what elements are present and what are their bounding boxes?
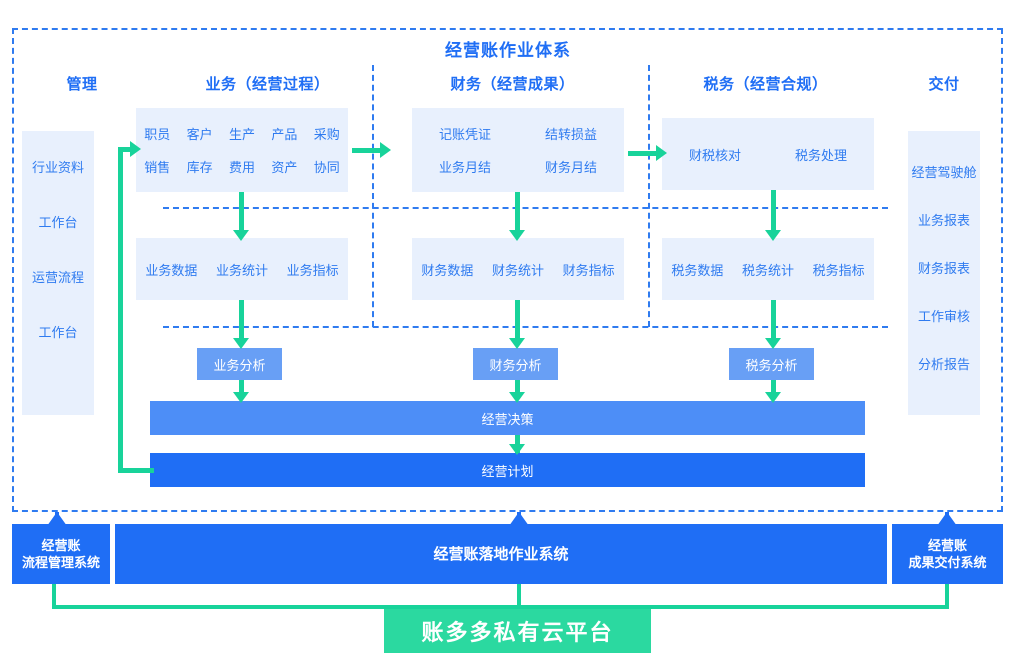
business-process-chip[interactable]: 库存 <box>186 160 213 175</box>
decision-bar[interactable]: 经营决策 <box>150 401 865 435</box>
column-title-business: 业务（经营过程） <box>205 76 330 93</box>
connector-tax-analysis-decision <box>771 380 776 397</box>
arrow-up-left <box>47 512 67 526</box>
tax-process-chip[interactable]: 税务处理 <box>794 147 847 163</box>
finance-data-chip[interactable]: 财务数据 <box>421 262 474 278</box>
manage-item-3[interactable]: 工作台 <box>38 325 78 340</box>
feedback-segment-horizontal-top <box>118 147 136 152</box>
feedback-segment-horizontal-bottom <box>118 468 154 473</box>
manage-item-1[interactable]: 工作台 <box>38 215 78 230</box>
center-system-bar[interactable]: 经营账落地作业系统 <box>115 524 887 584</box>
left-system-bar[interactable]: 经营账 流程管理系统 <box>12 524 110 584</box>
finance-process-chip[interactable]: 记账凭证 <box>438 127 491 142</box>
connector-finance-analysis-decision <box>515 380 520 397</box>
manage-item-0[interactable]: 行业资料 <box>31 160 84 175</box>
deliver-panel: 经营驾驶舱 业务报表 财务报表 工作审核 分析报告 <box>908 131 980 415</box>
arrow-down-decision-business <box>233 392 249 403</box>
tax-analysis-box[interactable]: 税务分析 <box>729 348 814 380</box>
tax-data-chip[interactable]: 税务指标 <box>812 262 865 278</box>
arrow-down-decision-finance <box>509 392 525 403</box>
connector-business-to-finance <box>352 148 382 153</box>
business-process-chip[interactable]: 费用 <box>228 160 255 175</box>
manage-panel: 行业资料 工作台 运营流程 工作台 <box>22 131 94 415</box>
right-system-line2: 成果交付系统 <box>908 555 987 570</box>
business-process-chip[interactable]: 生产 <box>228 127 255 142</box>
arrow-down-finance-analysis <box>509 338 525 349</box>
cloud-bus-right-stem <box>945 584 949 609</box>
tax-data-box: 税务数据 税务统计 税务指标 <box>662 238 874 300</box>
business-data-box: 业务数据 业务统计 业务指标 <box>136 238 348 300</box>
business-analysis-box[interactable]: 业务分析 <box>197 348 282 380</box>
arrow-up-right <box>937 512 957 526</box>
deliver-item-2[interactable]: 财务报表 <box>917 261 970 276</box>
diagram-title: 经营账作业体系 <box>445 41 571 60</box>
finance-process-chip[interactable]: 业务月结 <box>438 160 491 175</box>
connector-tax-process-data <box>771 190 776 234</box>
finance-process-chip[interactable]: 结转损益 <box>544 127 597 142</box>
cloud-bus-left-stem <box>52 584 56 609</box>
connector-business-data-analysis <box>239 300 244 342</box>
finance-process-chip[interactable]: 财务月结 <box>544 160 597 175</box>
rule-data-analysis <box>163 326 888 328</box>
arrow-down-decision-tax <box>765 392 781 403</box>
business-process-chip[interactable]: 职员 <box>144 127 171 142</box>
business-process-box: 职员 客户 生产 产品 采购 销售 库存 费用 资产 协同 <box>136 108 348 192</box>
left-system-line2: 流程管理系统 <box>21 555 100 570</box>
right-system-bar[interactable]: 经营账 成果交付系统 <box>892 524 1003 584</box>
arrow-down-tax-data <box>765 230 781 241</box>
cloud-bus-center-stem <box>517 584 521 609</box>
plan-bar[interactable]: 经营计划 <box>150 453 865 487</box>
finance-process-box: 记账凭证 结转损益 业务月结 财务月结 <box>412 108 624 192</box>
column-title-deliver: 交付 <box>928 76 960 93</box>
tax-data-chip[interactable]: 税务数据 <box>671 262 724 278</box>
connector-finance-data-analysis <box>515 300 520 342</box>
deliver-item-0[interactable]: 经营驾驶舱 <box>911 165 977 180</box>
business-process-chip[interactable]: 产品 <box>271 127 298 142</box>
connector-finance-process-data <box>515 192 520 234</box>
deliver-item-1[interactable]: 业务报表 <box>917 213 970 228</box>
connector-finance-to-tax <box>628 151 658 156</box>
business-process-chip[interactable]: 协同 <box>313 160 340 175</box>
finance-data-box: 财务数据 财务统计 财务指标 <box>412 238 624 300</box>
business-data-chip[interactable]: 业务数据 <box>145 262 198 278</box>
business-data-chip[interactable]: 业务统计 <box>215 262 268 278</box>
manage-item-2[interactable]: 运营流程 <box>31 270 84 285</box>
arrow-down-business-data <box>233 230 249 241</box>
arrow-down-business-analysis <box>233 338 249 349</box>
tax-process-box: 财税核对 税务处理 <box>662 118 874 190</box>
deliver-item-4[interactable]: 分析报告 <box>917 357 970 372</box>
business-process-chip[interactable]: 资产 <box>271 160 298 175</box>
rule-process-data <box>163 207 888 209</box>
separator-finance-tax <box>648 65 650 327</box>
cloud-bus-rail <box>52 605 949 609</box>
left-system-line1: 经营账 <box>41 538 81 553</box>
cloud-platform-bar[interactable]: 账多多私有云平台 <box>384 609 651 653</box>
feedback-segment-vertical <box>118 147 123 473</box>
business-process-chip[interactable]: 采购 <box>313 127 340 142</box>
connector-business-process-data <box>239 192 244 234</box>
finance-data-chip[interactable]: 财务统计 <box>491 262 544 278</box>
column-title-tax: 税务（经营合规） <box>703 76 828 93</box>
column-title-finance: 财务（经营成果） <box>450 76 575 93</box>
arrow-down-plan <box>509 444 525 455</box>
column-title-manage: 管理 <box>66 76 98 93</box>
connector-business-analysis-decision <box>239 380 244 397</box>
business-data-chip[interactable]: 业务指标 <box>286 262 339 278</box>
finance-analysis-box[interactable]: 财务分析 <box>473 348 558 380</box>
connector-tax-data-analysis <box>771 300 776 342</box>
business-process-chip[interactable]: 客户 <box>186 127 213 142</box>
arrow-down-finance-data <box>509 230 525 241</box>
arrow-right-tax <box>656 145 667 161</box>
arrow-down-tax-analysis <box>765 338 781 349</box>
tax-process-chip[interactable]: 财税核对 <box>688 147 741 163</box>
deliver-item-3[interactable]: 工作审核 <box>917 309 970 324</box>
tax-data-chip[interactable]: 税务统计 <box>741 262 794 278</box>
finance-data-chip[interactable]: 财务指标 <box>562 262 615 278</box>
arrow-right-finance <box>380 142 391 158</box>
arrow-up-center <box>509 512 529 526</box>
right-system-line1: 经营账 <box>927 538 967 553</box>
arrow-right-feedback <box>130 141 141 157</box>
separator-business-finance <box>372 65 374 327</box>
business-process-chip[interactable]: 销售 <box>144 160 171 175</box>
